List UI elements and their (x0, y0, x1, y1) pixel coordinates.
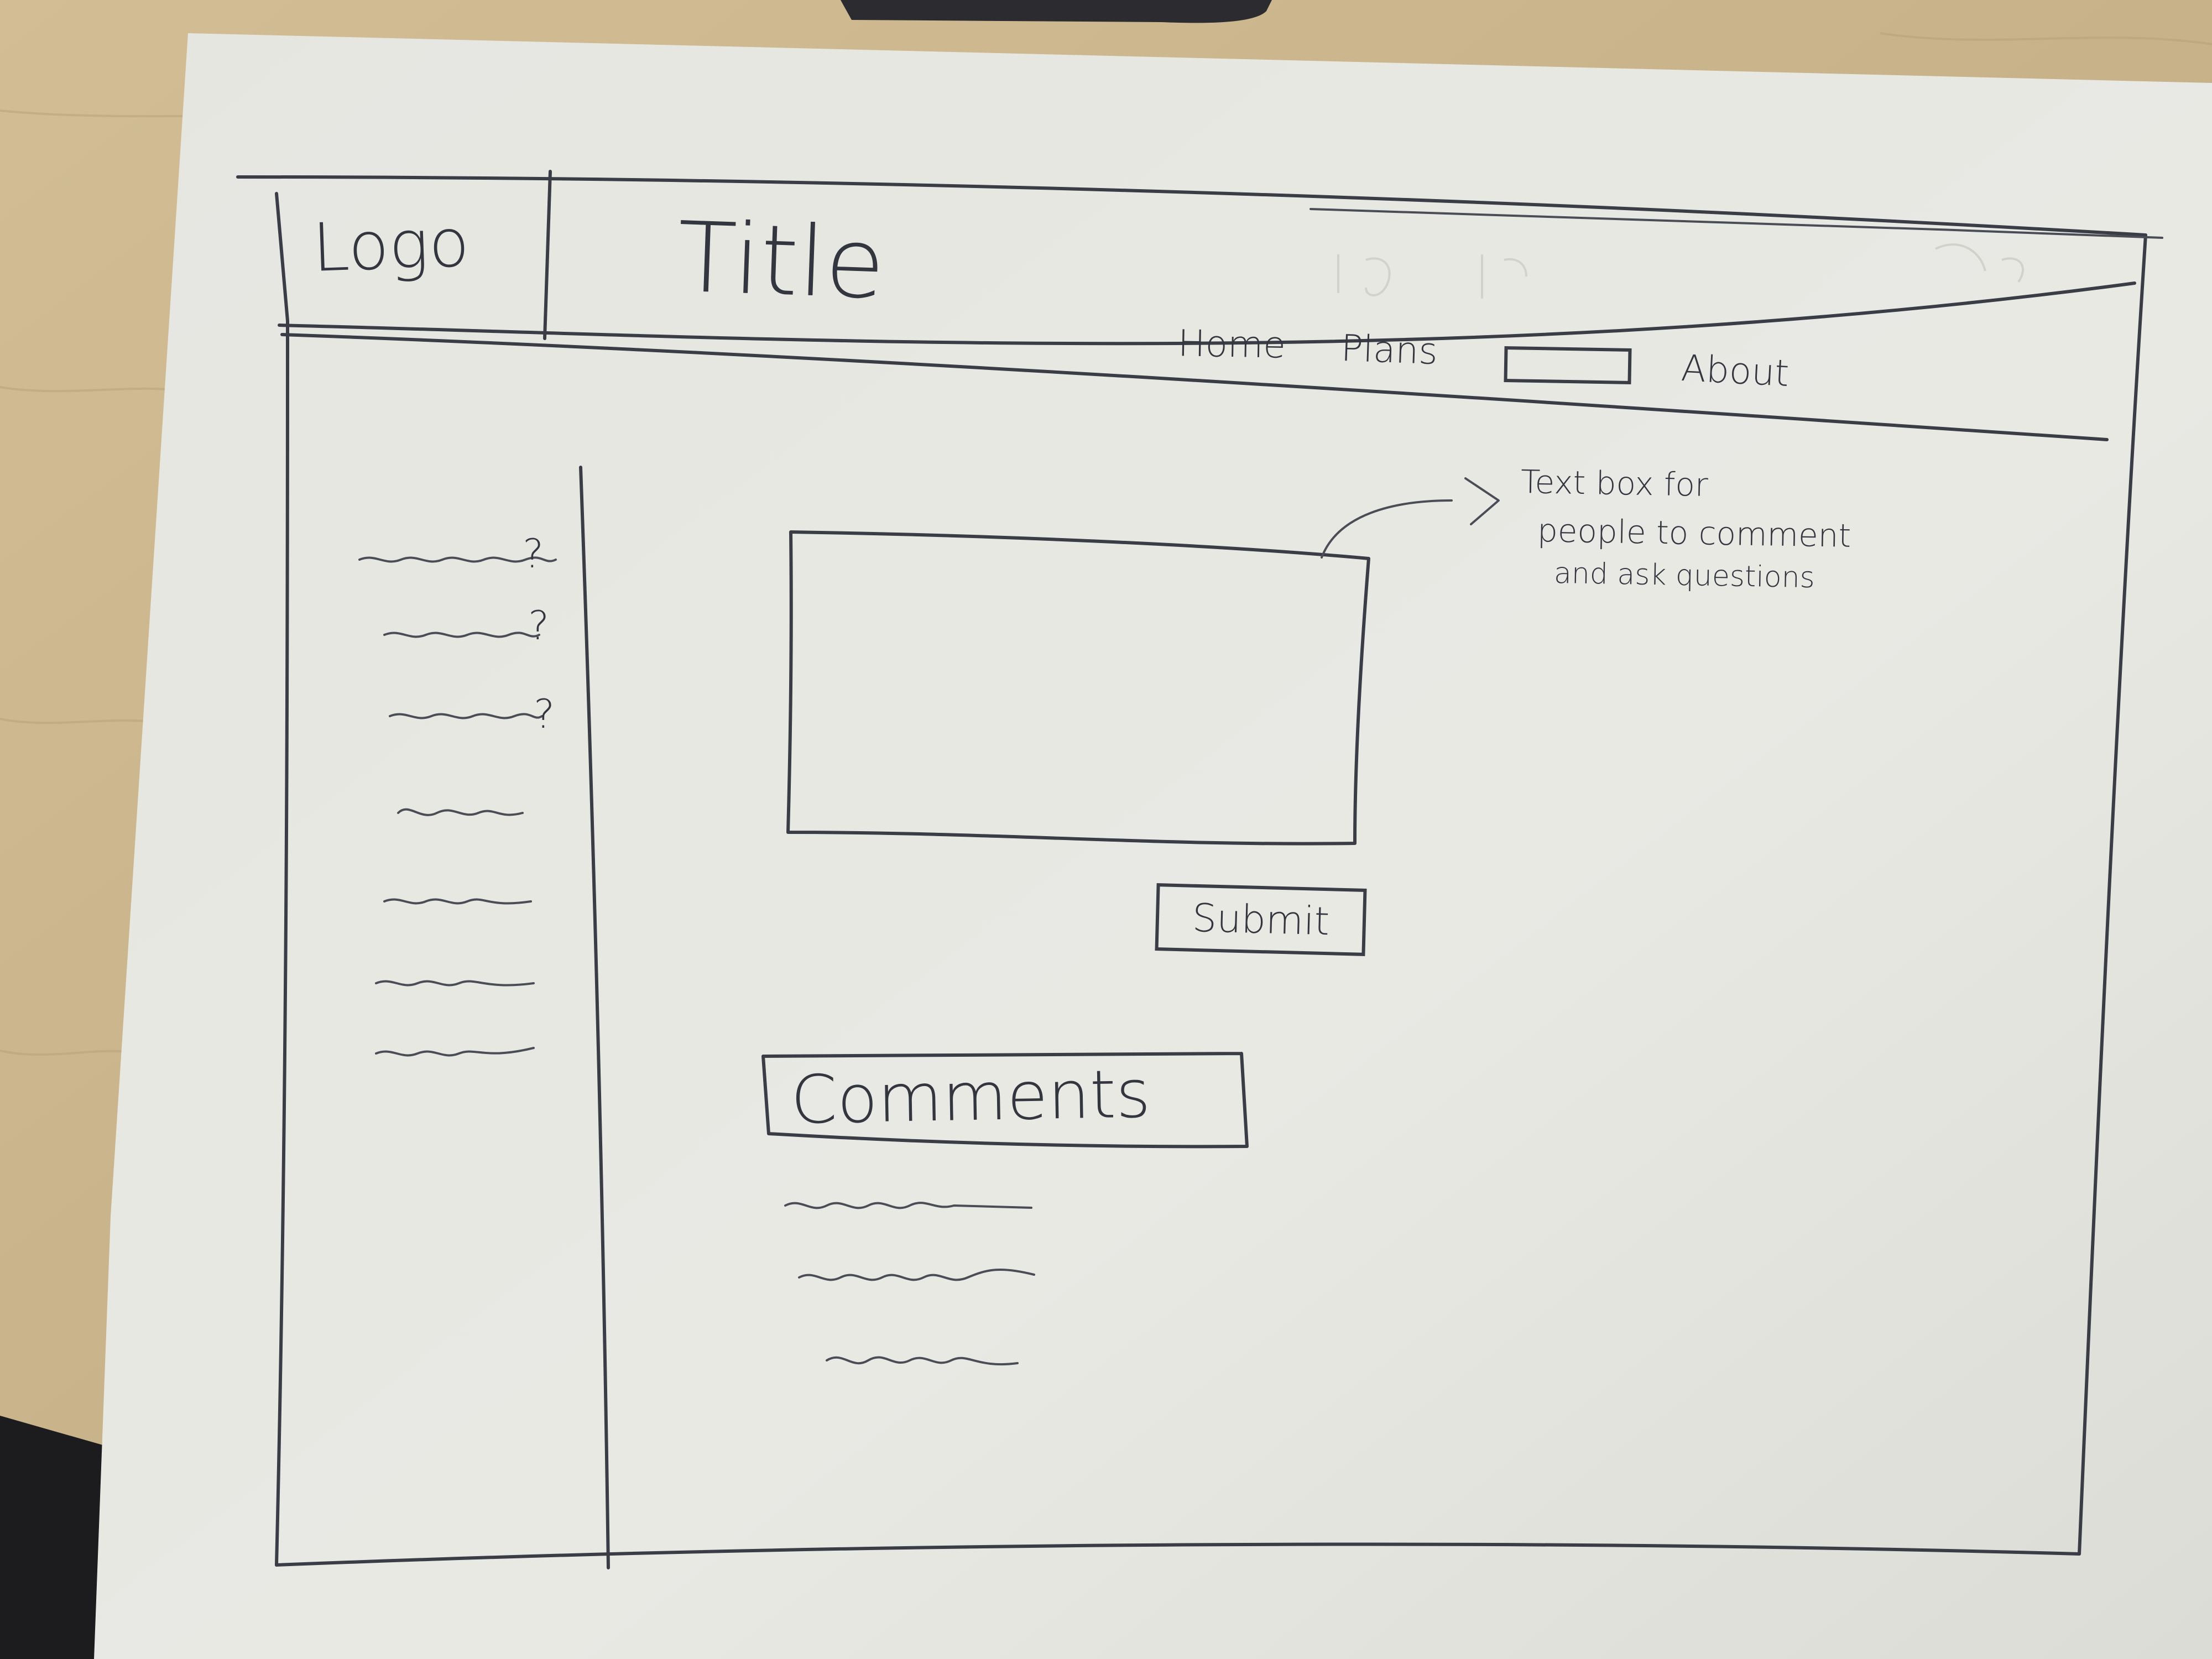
comments-squiggles (784, 1202, 1035, 1366)
annotation-line-2: people to comment (1537, 512, 1851, 555)
sidebar-divider (579, 466, 610, 1569)
comment-textbox-outline (786, 530, 1370, 846)
sidebar-item-2-mark: ? (528, 602, 550, 649)
comment-item (824, 1344, 1023, 1377)
header-divider (278, 281, 2136, 346)
sidebar-item-3-mark: ? (534, 691, 555, 737)
dark-corner (0, 1416, 116, 1659)
annotation-arrow (1321, 477, 1500, 559)
logo-title-divider (543, 170, 552, 340)
nav-divider (280, 333, 2109, 441)
wireframe-outer-border (236, 175, 2147, 1567)
comment-item (796, 1261, 1051, 1294)
submit-button[interactable]: Submit (1155, 883, 1367, 956)
comments-heading: Comments (790, 1056, 1151, 1139)
comments-heading-box (761, 1052, 1249, 1149)
nav-item-about[interactable]: About (1680, 346, 1791, 395)
nav-item-plans[interactable]: Plans (1340, 326, 1439, 373)
comment-item (780, 1189, 1040, 1222)
annotation-line-1: Text box for (1520, 463, 1709, 504)
sidebar-squiggles (358, 556, 557, 1057)
submit-button-label: Submit (1191, 895, 1331, 945)
nav-item-blank[interactable] (1504, 346, 1632, 385)
page-title: Title (675, 201, 887, 321)
comment-textbox[interactable] (796, 545, 1355, 827)
dark-object-top (841, 0, 1272, 23)
sidebar-item-1-mark: ? (523, 530, 544, 577)
annotation-line-3: and ask questions (1553, 556, 1815, 595)
nav-item-home[interactable]: Home (1177, 322, 1286, 367)
paper-sheet (94, 33, 2212, 1659)
logo-label: Logo (311, 205, 471, 287)
